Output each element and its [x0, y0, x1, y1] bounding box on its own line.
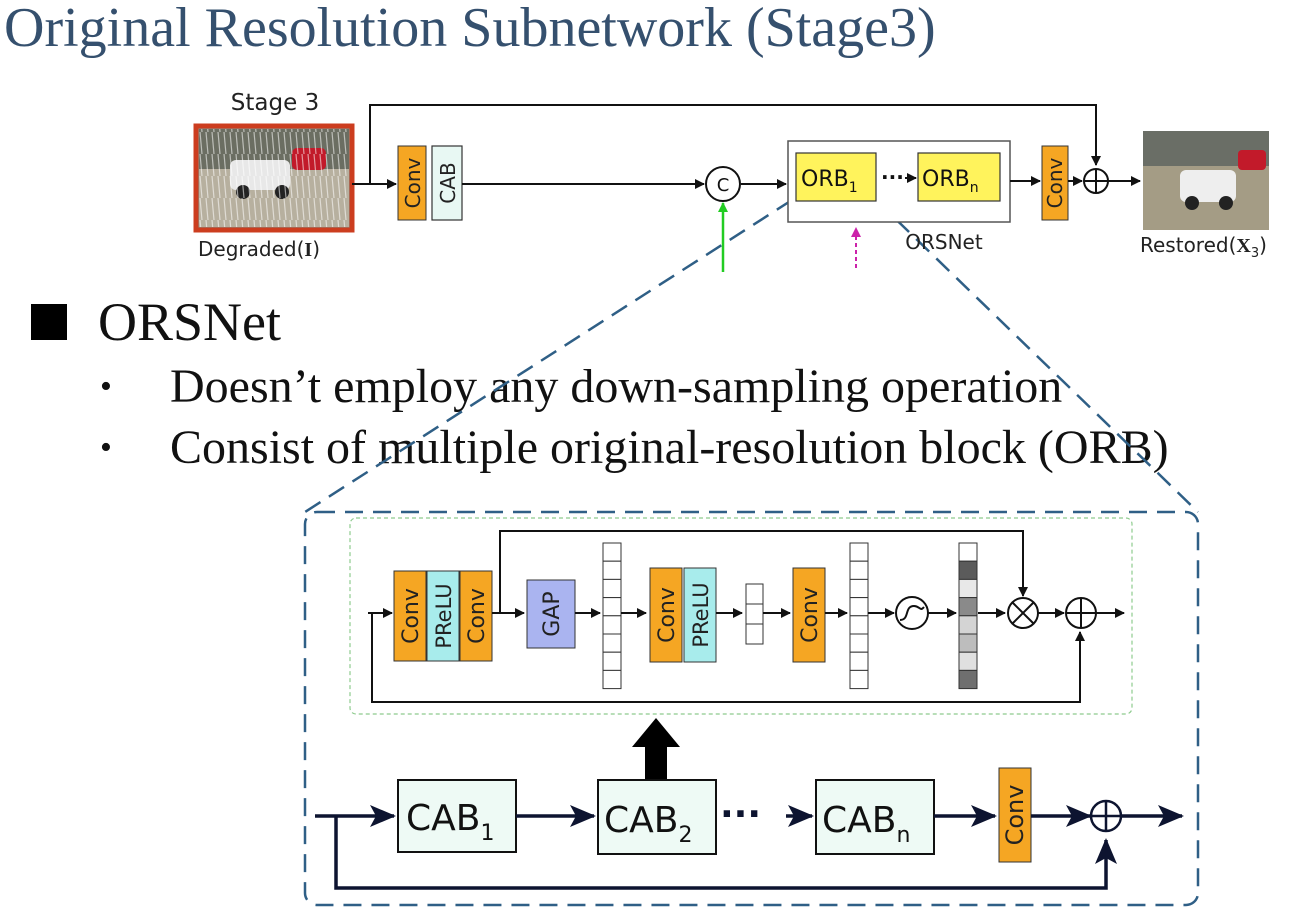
restored-image [1143, 131, 1269, 230]
orsnet-label: ORSNet [905, 230, 983, 254]
cab-block-2: CAB2 [597, 779, 717, 855]
vector-cell [602, 597, 622, 617]
degraded-image [193, 123, 355, 233]
zoom-line-left [304, 198, 793, 514]
cab-block-1: CAB1 [397, 779, 517, 853]
vector-cell [958, 615, 978, 635]
add-icon [1065, 597, 1097, 629]
svg-text:ORBn: ORBn [922, 167, 979, 196]
feature-vector [849, 542, 869, 690]
vector-cell [958, 597, 978, 617]
conv-block: Conv [1041, 145, 1069, 221]
vector-cell [958, 578, 978, 599]
zoom-detail-frame [303, 510, 1200, 907]
attention-skip-arrow [499, 530, 1028, 613]
vector-cell [602, 578, 622, 599]
vector-cell [602, 560, 622, 580]
stage-label: Stage 3 [231, 90, 319, 116]
svg-text:Conv: Conv [798, 587, 823, 643]
gap-block: GAP [526, 579, 576, 649]
vector-cell [958, 560, 978, 580]
prelu-block: PReLU [683, 567, 717, 663]
vector-cell [849, 578, 869, 599]
ellipsis: ··· [720, 794, 761, 835]
svg-text:Conv: Conv [465, 588, 490, 644]
cab-attention-frame [349, 517, 1133, 715]
prelu-block: PReLU [426, 570, 460, 662]
slide-title: Original Resolution Subnetwork (Stage3) [4, 0, 936, 59]
orb-block-n: ORBn [917, 152, 1001, 202]
cab-block: CAB [431, 145, 463, 221]
vector-cell [849, 560, 869, 580]
svg-text:Conv: Conv [1001, 785, 1029, 846]
sub-bullet-2: Consist of multiple original-resolution … [170, 421, 1169, 474]
feature-vector [602, 542, 622, 690]
vector-cell [849, 669, 869, 690]
vector-cell [849, 542, 869, 562]
svg-text:CAB2: CAB2 [604, 800, 692, 848]
svg-text:C: C [717, 175, 730, 196]
vector-cell [958, 542, 978, 562]
vector-cell [958, 633, 978, 653]
bullet-orsnet: ORSNet [98, 292, 282, 352]
add-icon [1083, 168, 1109, 194]
svg-text:CAB1: CAB1 [406, 798, 494, 846]
vector-cell [849, 633, 869, 653]
svg-text:CABn: CABn [822, 800, 910, 848]
sub-bullet-1: Doesn’t employ any down-sampling operati… [170, 360, 1063, 413]
svg-text:Conv: Conv [655, 587, 680, 643]
svg-text:Conv: Conv [399, 588, 424, 644]
vector-cell [602, 615, 622, 635]
conv-block: Conv [649, 567, 683, 663]
vector-cell [602, 669, 622, 690]
add-icon [1089, 799, 1123, 833]
vector-cell [602, 633, 622, 653]
attention-weights [958, 542, 978, 690]
conv-block: Conv [393, 570, 427, 662]
svg-text:Conv: Conv [1043, 157, 1067, 208]
vector-cell [602, 651, 622, 671]
svg-text:CAB: CAB [436, 162, 460, 203]
orb-block-1: ORB1 [795, 152, 877, 202]
concat-node: C [705, 166, 741, 202]
reduced-vector [745, 583, 764, 645]
conv-block: Conv [792, 567, 826, 663]
vector-cell [745, 623, 764, 645]
vector-cell [958, 669, 978, 690]
svg-text:PReLU: PReLU [432, 583, 456, 648]
vector-cell [849, 615, 869, 635]
vector-cell [745, 583, 764, 605]
svg-text:ORB1: ORB1 [801, 167, 858, 196]
ellipsis: ··· [881, 165, 904, 189]
vector-cell [958, 651, 978, 671]
vector-cell [602, 542, 622, 562]
bullet-dot-icon: • [100, 429, 112, 466]
expand-arrow-icon [632, 718, 680, 779]
svg-text:PReLU: PReLU [689, 582, 713, 647]
conv-block: Conv [397, 145, 427, 221]
conv-block: Conv [459, 570, 493, 662]
sigmoid-icon [895, 596, 929, 630]
vector-cell [849, 651, 869, 671]
svg-text:Conv: Conv [401, 157, 425, 208]
degraded-label: Degraded(I) [198, 237, 320, 261]
residual-arrow [371, 613, 1085, 703]
bullet-dot-icon: • [100, 368, 112, 405]
vector-cell [745, 603, 764, 625]
restored-label: Restored(X3) [1140, 233, 1267, 261]
orb-residual-arrow [334, 816, 1117, 890]
conv-block: Conv [998, 767, 1032, 863]
cab-block-n: CABn [815, 779, 935, 855]
zoom-line-right [875, 199, 1199, 513]
vector-cell [849, 597, 869, 617]
bullet-square-icon [31, 304, 67, 340]
multiply-icon [1007, 597, 1039, 629]
svg-text:GAP: GAP [540, 591, 565, 636]
